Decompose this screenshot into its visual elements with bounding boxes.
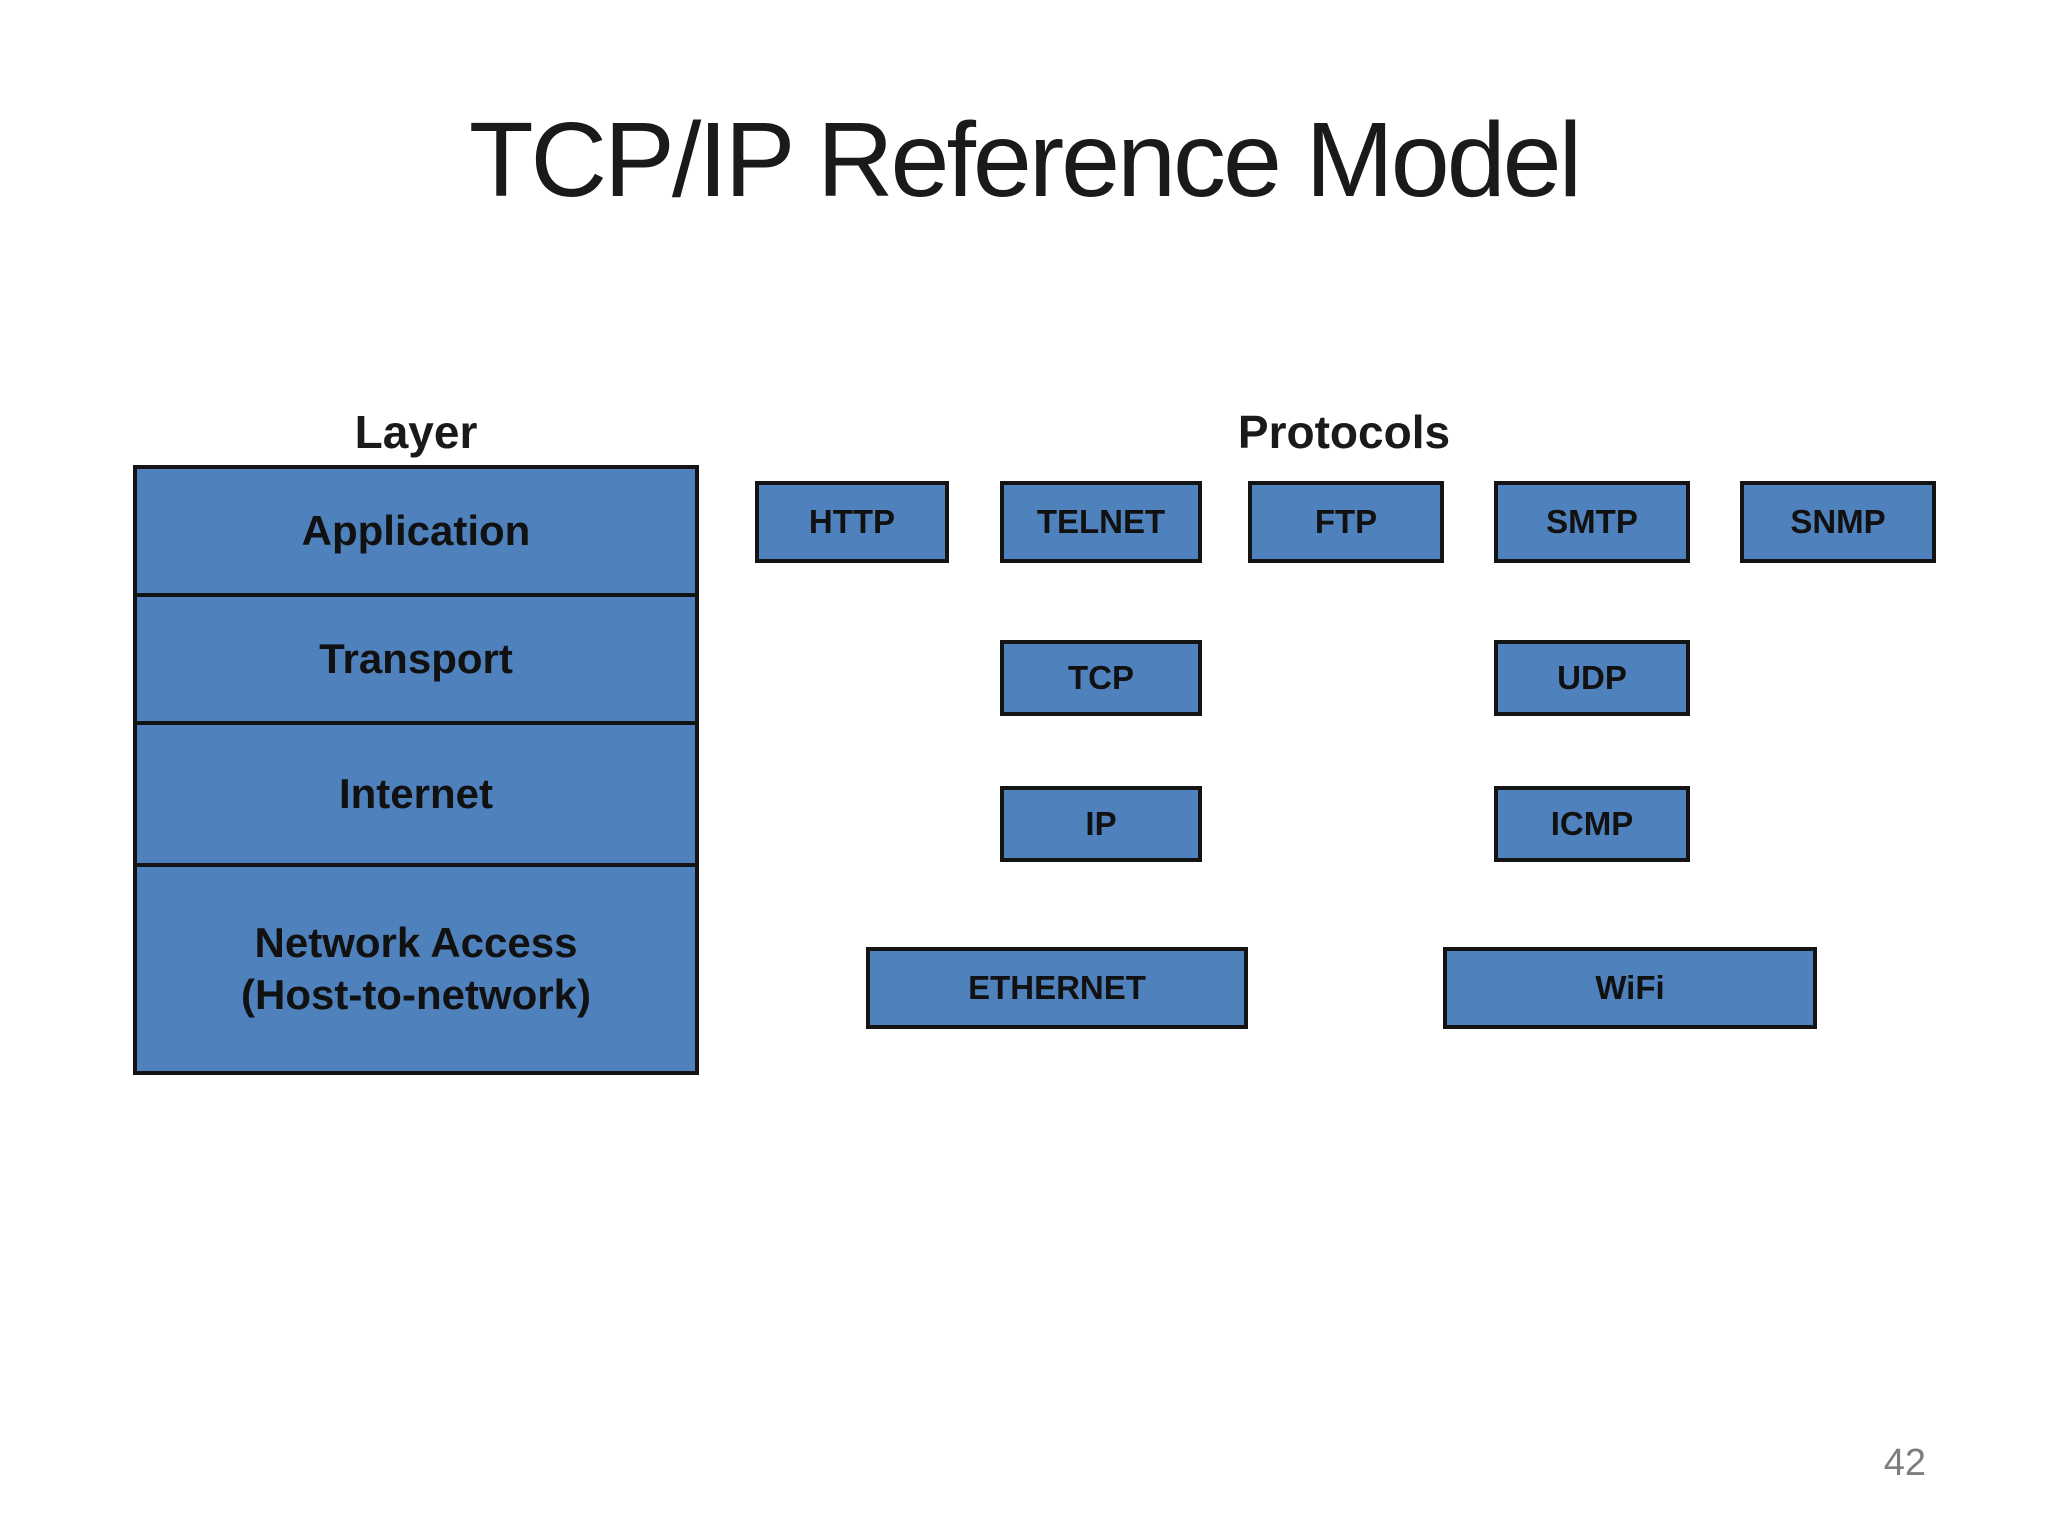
layer-label: Network Access [254,918,578,966]
protocols-column-heading: Protocols [1237,406,1451,458]
protocol-box-wifi: WiFi [1443,947,1817,1029]
layer-column-heading: Layer [354,406,478,458]
layer-label: Transport [319,634,513,682]
protocol-box-smtp: SMTP [1494,481,1690,563]
layer-box-application: Application [133,465,699,597]
page-number: 42 [1883,1442,1926,1484]
protocol-box-telnet: TELNET [1000,481,1202,563]
protocol-box-icmp: ICMP [1494,786,1690,862]
protocol-box-snmp: SNMP [1740,481,1936,563]
protocol-box-udp: UDP [1494,640,1690,716]
protocol-box-tcp: TCP [1000,640,1202,716]
protocol-box-http: HTTP [755,481,949,563]
layer-sublabel: (Host-to-network) [241,971,591,1018]
protocol-box-ftp: FTP [1248,481,1444,563]
protocol-box-ip: IP [1000,786,1202,862]
protocol-box-ethernet: ETHERNET [866,947,1248,1029]
layer-stack: Application Transport Internet Network A… [133,465,699,1075]
slide-title: TCP/IP Reference Model [468,101,1582,219]
layer-label: Application [301,506,531,554]
layer-box-transport: Transport [133,593,699,725]
layer-box-internet: Internet [133,721,699,867]
layer-label: Internet [338,769,493,817]
layer-box-network-access: Network Access (Host-to-network) [133,863,699,1075]
